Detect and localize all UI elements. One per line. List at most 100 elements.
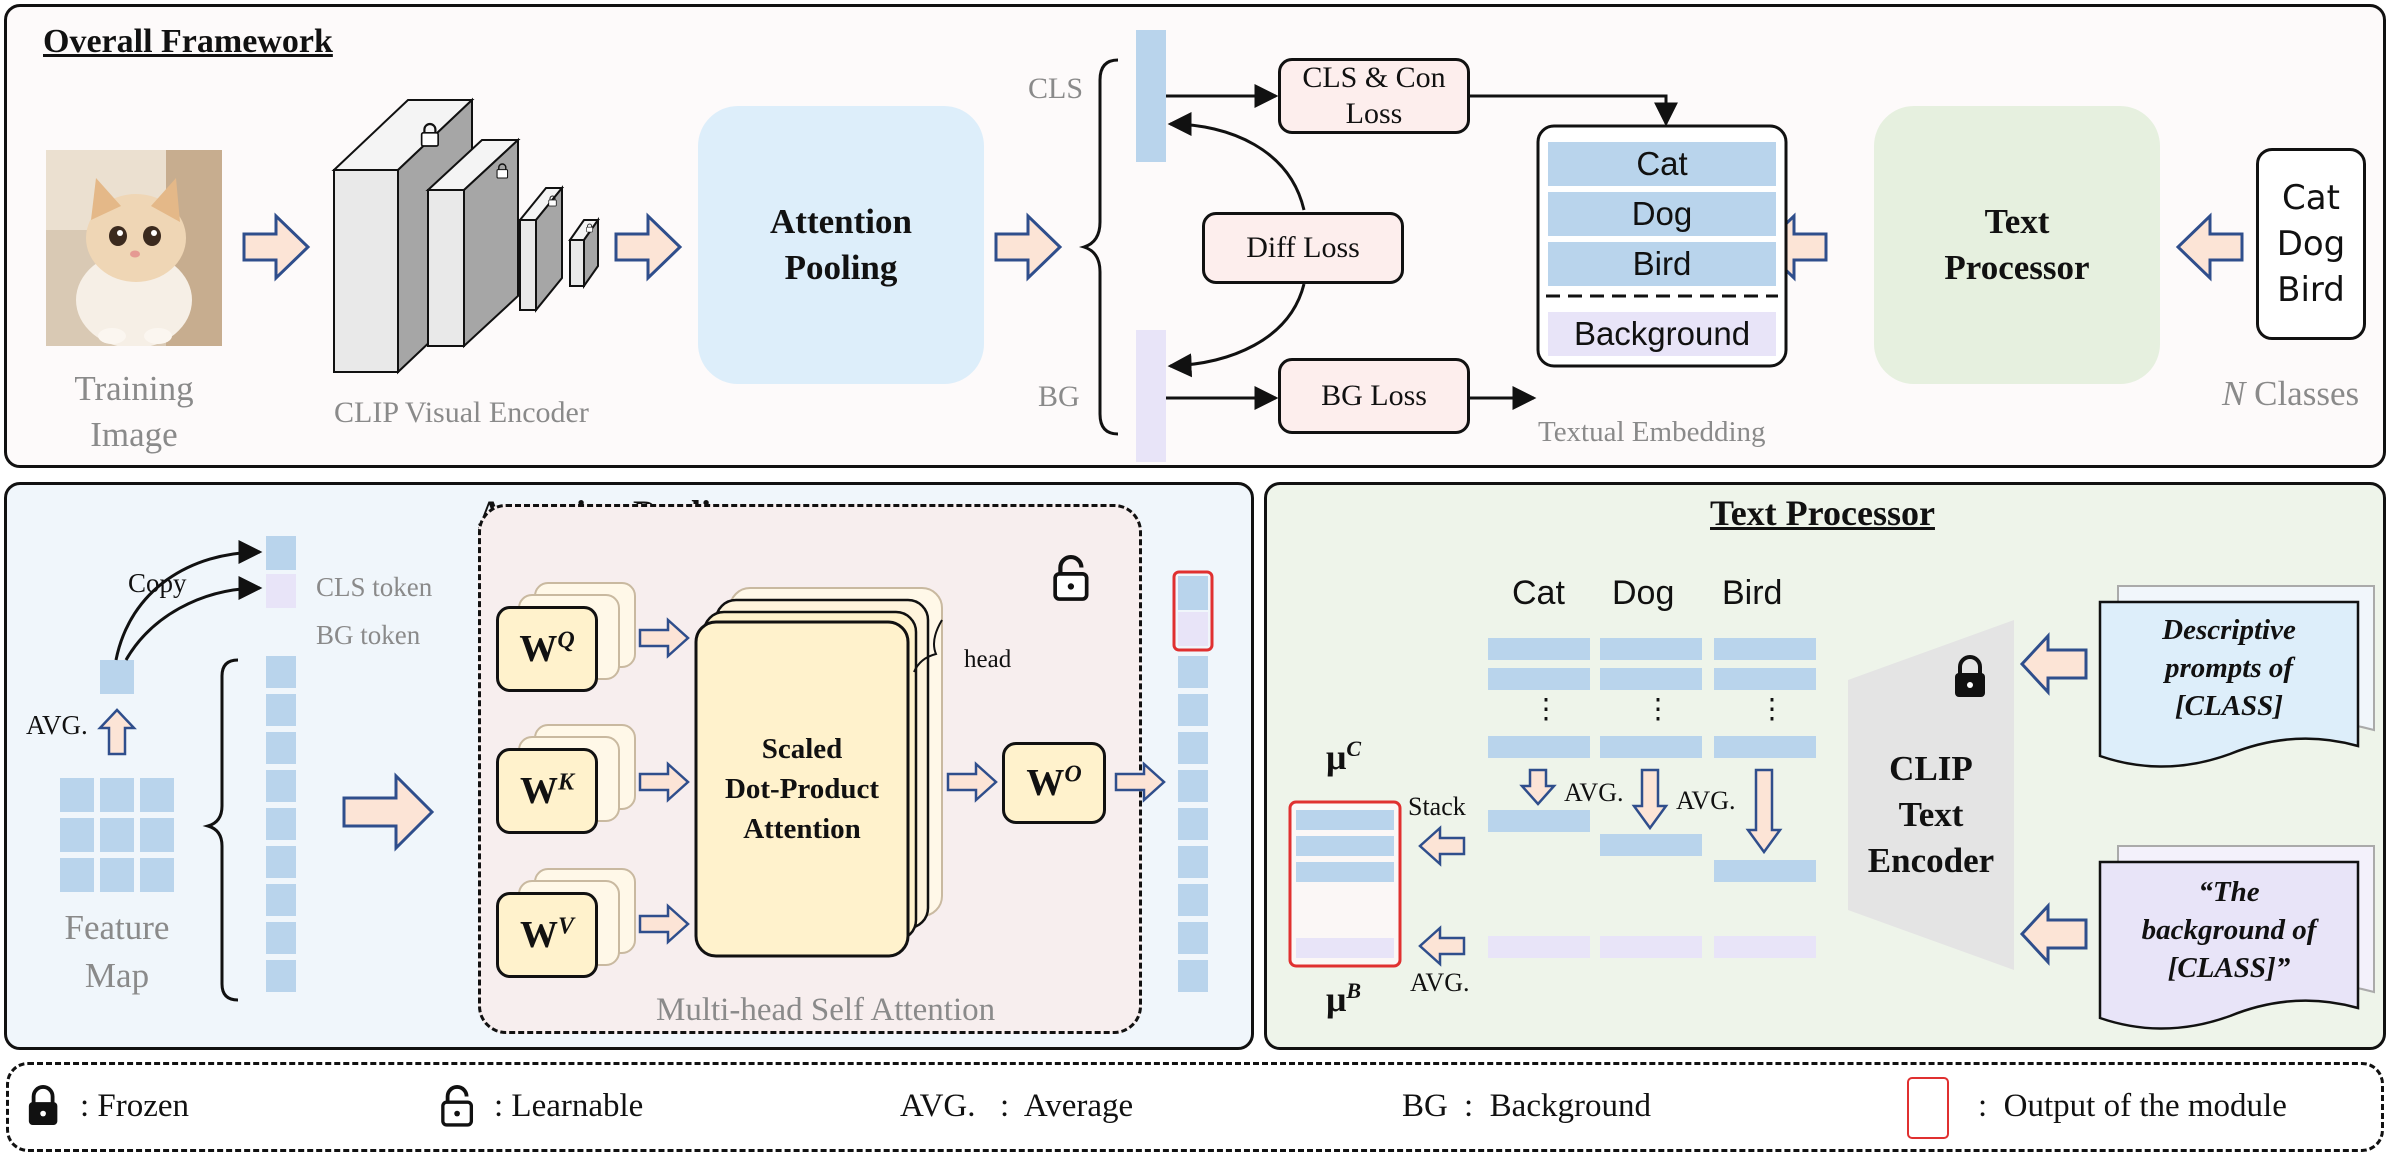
wk-sup: K — [557, 769, 574, 796]
bg-label: BG — [1038, 380, 1080, 413]
column-bird: Bird — [1722, 574, 1783, 612]
legend-graphics — [28, 1077, 1949, 1139]
block-arrow — [242, 212, 311, 282]
n-classes-italic: N — [2222, 374, 2246, 413]
clip-text-encoder-block — [1848, 620, 2014, 970]
n-classes-rest: Classes — [2245, 374, 2360, 413]
embedding-row-bird: Bird — [1548, 242, 1776, 286]
cls-con-loss-label: CLS & Con Loss — [1302, 61, 1446, 130]
avg-label-cat: AVG. — [1564, 778, 1624, 807]
bg-bar-dog — [1600, 936, 1702, 958]
embedding-row-background: Background — [1548, 312, 1776, 356]
wo-box: WO — [1002, 742, 1106, 824]
wo-label: WO — [1026, 761, 1081, 805]
embedding-row-dog: Dog — [1548, 192, 1776, 236]
unlock-icon — [1053, 555, 1089, 601]
text-processor-block: Text Processor — [1874, 106, 2160, 384]
prompt-bar-cat — [1488, 736, 1590, 758]
legend-box — [6, 1062, 2384, 1152]
legend-output-val: : Output of the module — [1978, 1088, 2287, 1124]
patch-tokens — [266, 656, 296, 992]
class-list-label: Cat Dog Bird — [2276, 178, 2346, 310]
column-dog: Dog — [1612, 574, 1675, 612]
lock-icon — [548, 195, 557, 207]
sdpa-label: Scaled Dot-Product Attention — [724, 733, 880, 845]
wk-label: WK — [520, 769, 574, 813]
output-highlight — [1172, 570, 1214, 652]
sdpa-label-wrap: Scaled Dot-Product Attention — [696, 622, 908, 956]
background-prompt-doc — [2098, 860, 2360, 1030]
copy-label: Copy — [128, 568, 187, 598]
prompt-bar-bird — [1714, 638, 1816, 660]
prompt-bar-dog — [1600, 736, 1702, 758]
cls-token-bar — [1136, 30, 1166, 162]
prompt-bar-cat — [1488, 638, 1590, 660]
text-processor-block-label: Text Processor — [1944, 202, 2090, 287]
legend-bg-val: : Background — [1464, 1088, 1651, 1124]
bg-loss-label: BG Loss — [1321, 379, 1427, 412]
feature-map-label: Feature Map — [64, 908, 170, 995]
diff-loss-label: Diff Loss — [1246, 231, 1360, 264]
prompt-bar-dog — [1600, 668, 1702, 690]
embedding-row-cat-label: Cat — [1636, 145, 1688, 182]
bg-loss-box: BG Loss — [1278, 358, 1470, 434]
lock-icon — [496, 163, 509, 179]
wk-box: WK — [496, 748, 598, 834]
brace — [202, 658, 239, 1002]
cls-label: CLS — [1028, 72, 1084, 105]
bg-bar-bird — [1714, 936, 1816, 958]
textual-embedding-label: Textual Embedding — [1538, 416, 1766, 448]
wv-base: W — [519, 914, 558, 956]
visual-encoder-label: CLIP Visual Encoder — [334, 396, 589, 429]
ellipsis-cat: ⋮ — [1532, 694, 1560, 725]
legend-frozen: : Frozen — [80, 1088, 190, 1124]
bg-token-bar — [1136, 330, 1166, 462]
avg-bar-cat — [1488, 810, 1590, 832]
descriptive-prompts-label: Descriptive prompts of [CLASS] — [2162, 614, 2296, 722]
background-prompt-text-wrap: “The background of [CLASS]” — [2100, 862, 2358, 998]
visual-encoder-blocks — [331, 97, 600, 375]
legend-learnable: : Learnable — [494, 1088, 644, 1124]
embedding-row-background-label: Background — [1573, 315, 1751, 352]
avg-label-bird: AVG. — [1676, 786, 1736, 815]
ellipsis-bird: ⋮ — [1758, 694, 1786, 725]
prompt-bar-cat — [1488, 668, 1590, 690]
attention-pooling-block: Attention Pooling — [698, 106, 984, 384]
cls-token-label: CLS token — [316, 572, 433, 602]
avg-bar-bird — [1714, 860, 1816, 882]
mu-c-sup: C — [1346, 736, 1362, 761]
wo-base: W — [1026, 762, 1065, 804]
wv-sup: V — [557, 913, 574, 940]
cls-con-loss-box: CLS & Con Loss — [1278, 58, 1470, 134]
mu-b-sup: B — [1346, 978, 1362, 1003]
diff-loss-box: Diff Loss — [1202, 212, 1404, 284]
overall-framework-title: Overall Framework — [43, 23, 333, 60]
wo-sup: O — [1064, 761, 1082, 788]
ellipsis-dog: ⋮ — [1644, 694, 1672, 725]
text-processor-title: Text Processor — [1710, 493, 1935, 533]
mu-b-label: μB — [1326, 978, 1361, 1020]
training-image-label: Training Image — [74, 369, 194, 454]
avg-bar-dog — [1600, 834, 1702, 856]
mu-b-base: μ — [1326, 979, 1347, 1019]
wq-box: WQ — [496, 606, 598, 692]
bg-token — [266, 574, 296, 608]
lock-icon — [28, 1085, 58, 1125]
sdpa-block — [694, 620, 910, 958]
feature-map-grid — [60, 778, 174, 892]
mhsa-label: Multi-head Self Attention — [656, 992, 996, 1028]
attention-pooling-graphics — [60, 536, 1214, 1002]
n-classes-label: N Classes — [2222, 374, 2359, 414]
attention-pooling-block-label: Attention Pooling — [770, 202, 912, 287]
cls-token — [266, 536, 296, 570]
legend-avg-key: AVG. — [900, 1088, 976, 1124]
bg-bar-cat — [1488, 936, 1590, 958]
class-list-box: Cat Dog Bird — [2256, 148, 2366, 340]
wv-label: WV — [520, 913, 574, 957]
lock-icon — [1955, 655, 1985, 697]
text-processor-graphics — [1288, 585, 2375, 1030]
block-arrow — [2175, 212, 2244, 282]
embedding-row-dog-label: Dog — [1631, 195, 1693, 232]
avg-label: AVG. — [26, 710, 88, 740]
bg-token-label: BG token — [316, 620, 421, 650]
